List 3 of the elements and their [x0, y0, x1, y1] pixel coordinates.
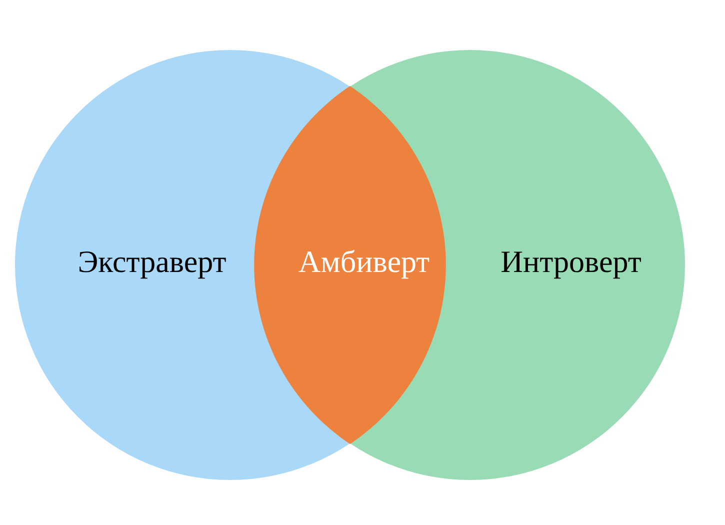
set-label: Амбиверт — [298, 244, 430, 280]
set-label: Экстраверт — [78, 244, 226, 280]
set-label: Интроверт — [500, 244, 642, 280]
